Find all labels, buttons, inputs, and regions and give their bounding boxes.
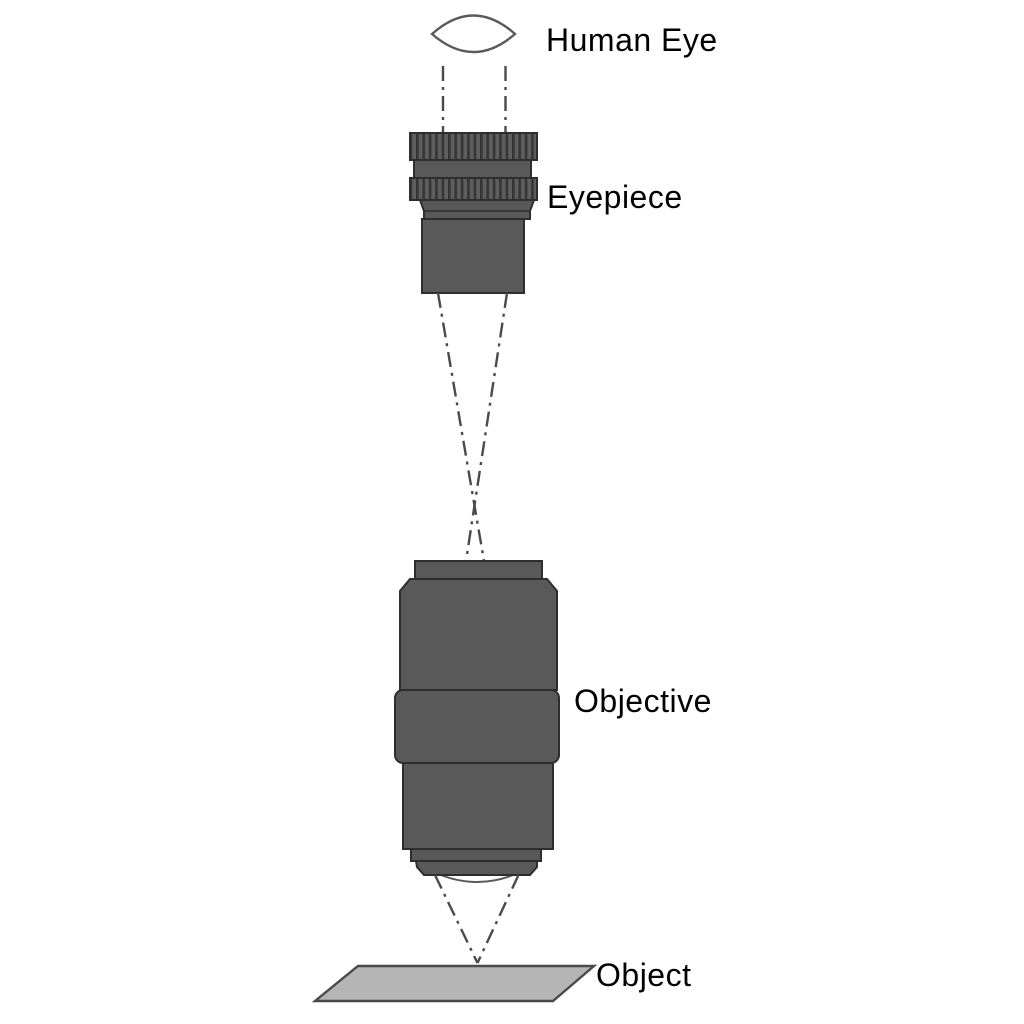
objective-nose [414,860,538,876]
eyepiece-barrel [421,218,525,294]
human-eye-lens-icon [430,14,517,54]
objective-lower-body [402,762,554,850]
eyepiece-knurled-ring-bottom [409,177,538,201]
label-human-eye: Human Eye [546,22,718,58]
rays-eye-to-eyepiece [441,66,507,133]
label-eyepiece: Eyepiece [547,179,683,215]
objective-upper-body [399,578,558,691]
object-plate [311,964,598,1003]
objective-middle-band [394,689,560,764]
label-objective: Objective [574,683,712,719]
eyepiece-graphic [409,132,538,294]
objective-top-cap [414,560,543,580]
eyepiece-mid-band [413,159,532,179]
objective-graphic [394,560,560,883]
rays-objective-to-object [433,874,520,964]
eyepiece-knurled-ring-top [409,132,538,161]
rays-eyepiece-to-objective [436,292,509,562]
eyepiece-neck [418,199,536,220]
label-object: Object [596,957,692,993]
objective-tip-ring [410,848,542,862]
